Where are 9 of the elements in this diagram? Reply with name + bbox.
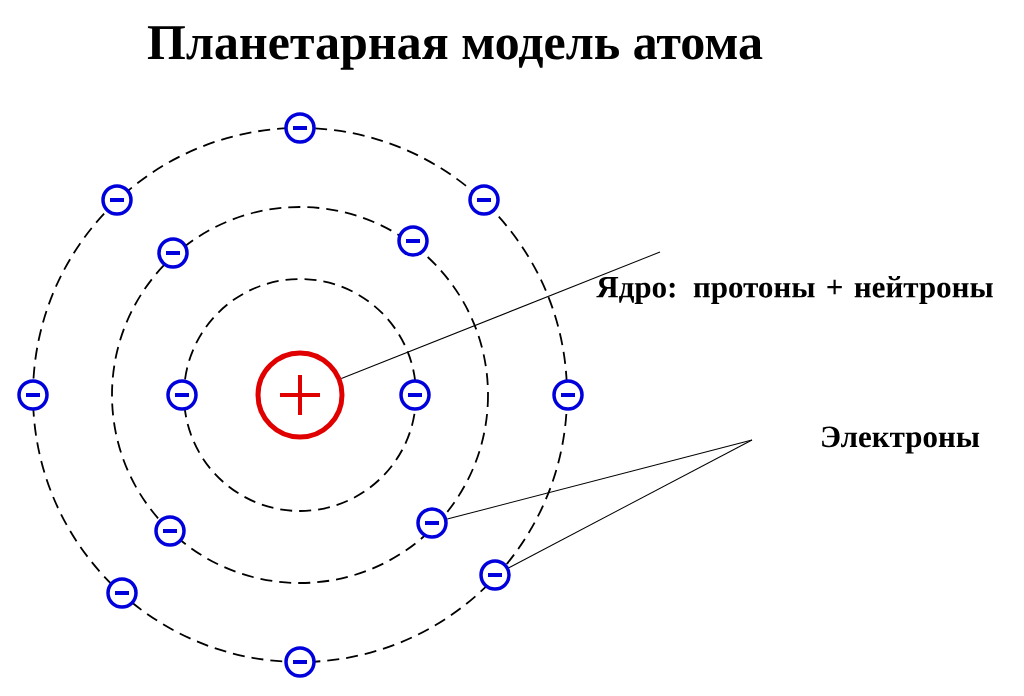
leader-line [508, 439, 753, 569]
leader-line [446, 439, 753, 520]
electron-icon [479, 559, 511, 591]
electron-icon [416, 507, 448, 539]
label: Ядро: протоны + нейтроны [596, 276, 993, 304]
label: Электроны [822, 426, 980, 454]
nucleus-icon [255, 350, 345, 440]
leader-line [340, 251, 661, 380]
title: Планетарная модель атома [147, 26, 763, 70]
